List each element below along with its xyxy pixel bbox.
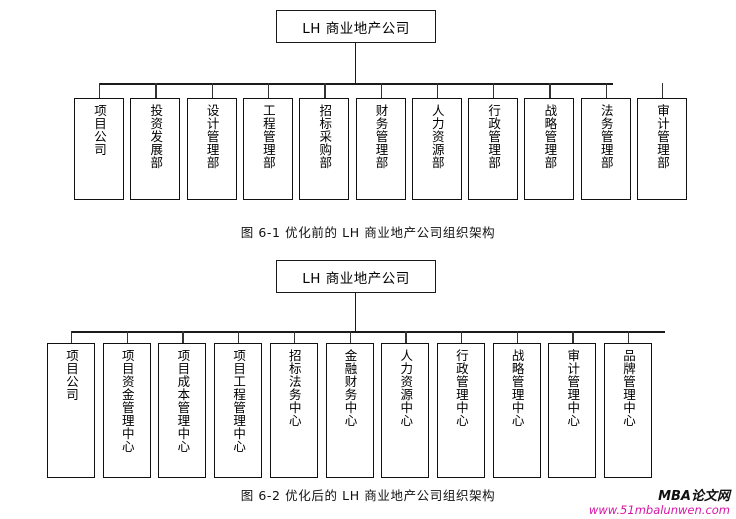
org-node-label: 金融财务中心 xyxy=(342,349,358,427)
org-node-label: 设计管理部 xyxy=(204,104,220,169)
org-node-label: 财务管理部 xyxy=(373,104,389,169)
org-node-label: 投资发展部 xyxy=(148,104,164,169)
drop-line xyxy=(324,83,326,98)
org-node-label: 品牌管理中心 xyxy=(621,349,636,427)
org-node-box: 项目公司 xyxy=(47,343,95,478)
org-node-box: 招标采购部 xyxy=(299,98,350,200)
org-node-box: 投资发展部 xyxy=(130,98,181,200)
org-node-box: 人力资源中心 xyxy=(381,343,430,478)
drop-line xyxy=(267,83,270,98)
figure-caption-2: 图 6-2 优化后的 LH 商业地产公司组织架构 xyxy=(240,488,496,503)
org-node-box: 法务管理部 xyxy=(580,98,631,200)
org-chart-after: LH 商业地产公司 项目公司 项目资金管理中心 项目成本管理中心 项目工程管理中心 招标… xyxy=(0,250,736,519)
org-node-label: 人力资源中心 xyxy=(398,349,414,427)
org-node-label: 招标采购部 xyxy=(317,104,333,169)
org-node-label: 人力资源部 xyxy=(429,104,445,169)
watermark-url: www.51mbalunwen.com xyxy=(588,503,730,518)
org-node-label: 招标法务中心 xyxy=(286,349,302,427)
drop-line xyxy=(71,331,73,343)
drop-line xyxy=(628,331,630,343)
org-node-box: 审计管理中心 xyxy=(548,343,597,478)
drop-line xyxy=(126,331,129,343)
org-node-label: 行政管理部 xyxy=(486,104,502,169)
org-node-box: 项目资金管理中心 xyxy=(102,343,151,478)
drop-line xyxy=(349,331,351,343)
drop-line xyxy=(549,83,551,98)
org-node-label: 项目工程管理中心 xyxy=(231,349,247,453)
drop-line xyxy=(605,83,608,98)
org-node-box: 审计管理部 xyxy=(637,98,687,200)
drop-line xyxy=(380,83,382,98)
drop-line xyxy=(436,83,439,98)
org-node-label: 行政管理中心 xyxy=(453,349,469,427)
watermark: MBA论文网 www.51mbalunwen.com xyxy=(588,489,730,518)
drop-line xyxy=(493,83,495,98)
drop-line xyxy=(99,83,101,98)
drop-line xyxy=(662,83,664,98)
drop-line xyxy=(238,331,240,343)
org-node-label: 法务管理部 xyxy=(598,104,614,169)
org-node-box: 行政管理部 xyxy=(468,98,519,200)
org-node-box: 项目成本管理中心 xyxy=(158,343,207,478)
org-node-box: 财务管理部 xyxy=(355,98,406,200)
root-stem-line xyxy=(355,293,357,332)
drop-line xyxy=(155,83,157,98)
root-stem-line xyxy=(355,43,357,84)
org-node-box: 品牌管理中心 xyxy=(604,343,652,478)
drop-line xyxy=(572,331,574,343)
org-node-label: 项目公司 xyxy=(92,104,107,156)
org-node-box: 工程管理部 xyxy=(242,98,293,200)
org-node-label: 项目成本管理中心 xyxy=(175,349,191,453)
drop-line xyxy=(293,331,296,343)
org-node-box: 战略管理中心 xyxy=(492,343,541,478)
drop-line xyxy=(460,331,463,343)
figure-caption-1: 图 6-1 优化前的 LH 商业地产公司组织架构 xyxy=(240,225,496,240)
horizontal-bus-line xyxy=(71,331,665,333)
drop-line xyxy=(182,331,184,343)
org-node-label: 审计管理中心 xyxy=(565,349,581,427)
org-node-box: 人力资源部 xyxy=(411,98,462,200)
org-node-label: 项目公司 xyxy=(64,349,79,401)
drop-line xyxy=(405,331,407,343)
org-node-box: 行政管理中心 xyxy=(436,343,485,478)
org-node-box: 设计管理部 xyxy=(186,98,237,200)
org-node-box: 项目公司 xyxy=(74,98,124,200)
org-node-label: 审计管理部 xyxy=(655,104,670,169)
org-node-box: 招标法务中心 xyxy=(269,343,318,478)
org-node-label: 工程管理部 xyxy=(260,104,276,169)
org-chart-before: LH 商业地产公司 项目公司 投资发展部 设计管理部 工程管理部 招标采购部 财务管理部 人… xyxy=(0,0,736,250)
drop-line xyxy=(516,331,518,343)
org-node-box: 金融财务中心 xyxy=(325,343,374,478)
org-node-box: 项目工程管理中心 xyxy=(214,343,263,478)
root-node-company: LH 商业地产公司 xyxy=(276,260,436,293)
drop-line xyxy=(211,83,213,98)
org-node-box: 战略管理部 xyxy=(524,98,575,200)
root-node-company: LH 商业地产公司 xyxy=(276,10,436,43)
horizontal-bus-line xyxy=(100,83,613,85)
org-node-label: 项目资金管理中心 xyxy=(119,349,135,453)
org-node-label: 战略管理部 xyxy=(542,104,558,169)
watermark-title: MBA论文网 xyxy=(658,489,730,505)
org-node-label: 战略管理中心 xyxy=(509,349,525,427)
